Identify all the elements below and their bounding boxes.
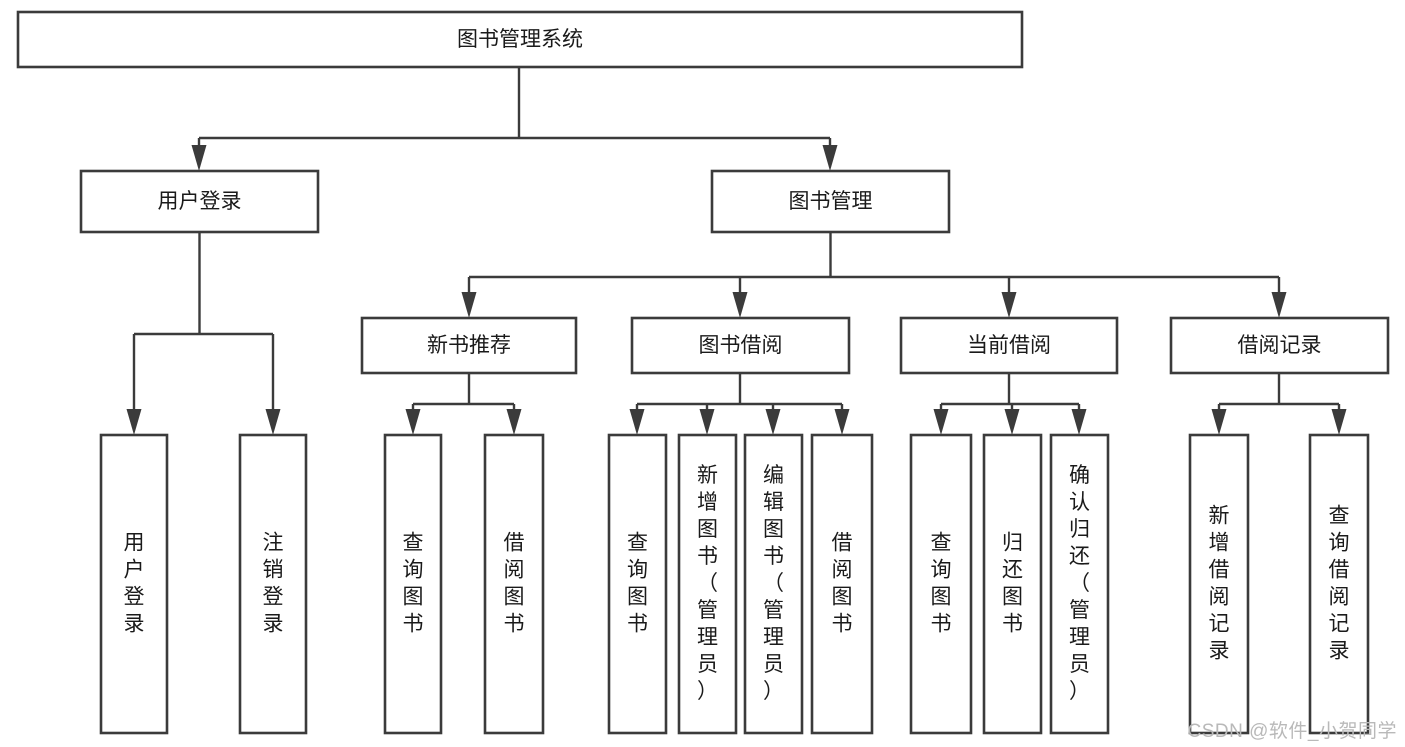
node-box-book-manage[interactable] — [710, 169, 951, 234]
node-box-borrow-record[interactable] — [1169, 316, 1390, 375]
watermark-label: CSDN @软件_小贺同学 — [1187, 721, 1397, 742]
leaf-arrow-1-1-arrowhead — [699, 409, 715, 435]
node-label-current-borrow: 当前借阅 — [967, 334, 1051, 357]
node-label-user-login: 用户登录 — [158, 190, 242, 213]
node-box-root[interactable] — [16, 10, 1024, 69]
node-label-leaf-user-logout: 注销登录 — [263, 532, 284, 636]
node-label-root: 图书管理系统 — [457, 28, 583, 51]
node-leaf-query-book-1[interactable]: 查询图书 — [383, 433, 443, 735]
leaf-arrow-1-3-arrowhead — [834, 409, 850, 435]
book-manage-to-current-borrow-arrowhead — [1001, 292, 1017, 318]
node-label-book-borrow: 图书借阅 — [699, 334, 783, 357]
node-label-leaf-query-borrow-record: 查询借阅记录 — [1329, 505, 1350, 663]
node-box-leaf-add-book-admin[interactable] — [677, 433, 738, 735]
root-to-book-manage-arrowhead — [822, 145, 838, 171]
node-box-leaf-add-borrow-record[interactable] — [1188, 433, 1250, 735]
node-box-leaf-query-book-1[interactable] — [383, 433, 443, 735]
node-leaf-add-borrow-record[interactable]: 新增借阅记录 — [1188, 433, 1250, 735]
node-leaf-query-borrow-record[interactable]: 查询借阅记录 — [1308, 433, 1370, 735]
node-box-leaf-query-book-2[interactable] — [607, 433, 668, 735]
user-login-leaf-1-arrowhead — [265, 409, 281, 435]
node-leaf-borrow-book-2[interactable]: 借阅图书 — [810, 433, 874, 735]
node-label-leaf-query-book-1: 查询图书 — [403, 532, 424, 636]
node-leaf-user-login[interactable]: 用户登录 — [99, 433, 169, 735]
node-label-leaf-return-book: 归还图书 — [1002, 532, 1023, 636]
node-user-login[interactable]: 用户登录 — [79, 169, 320, 234]
node-label-leaf-borrow-book-1: 借阅图书 — [504, 532, 525, 636]
node-box-leaf-user-logout[interactable] — [238, 433, 308, 735]
node-book-manage[interactable]: 图书管理 — [710, 169, 951, 234]
node-leaf-edit-book-admin[interactable]: 编辑图书（管理员） — [743, 433, 804, 735]
node-box-new-book-recommend[interactable] — [360, 316, 578, 375]
node-box-leaf-return-book[interactable] — [982, 433, 1043, 735]
node-book-borrow[interactable]: 图书借阅 — [630, 316, 851, 375]
node-current-borrow[interactable]: 当前借阅 — [899, 316, 1119, 375]
node-label-leaf-query-book-2: 查询图书 — [627, 532, 648, 636]
book-manage-to-borrow-record-arrowhead — [1271, 292, 1287, 318]
node-label-leaf-confirm-return-admin: 确认归还（管理员） — [1069, 464, 1090, 703]
leaf-arrow-3-0-arrowhead — [1211, 409, 1227, 435]
user-login-leaf-0-arrowhead — [126, 409, 142, 435]
node-box-leaf-edit-book-admin[interactable] — [743, 433, 804, 735]
leaf-arrow-2-0-arrowhead — [933, 409, 949, 435]
node-leaf-query-book-2[interactable]: 查询图书 — [607, 433, 668, 735]
node-box-current-borrow[interactable] — [899, 316, 1119, 375]
book-manage-to-book-borrow-arrowhead — [732, 292, 748, 318]
node-layer: 图书管理系统用户登录图书管理新书推荐图书借阅当前借阅借阅记录用户登录注销登录查询… — [16, 10, 1390, 735]
leaf-arrow-1-2-arrowhead — [765, 409, 781, 435]
node-label-leaf-query-book-3: 查询图书 — [931, 532, 952, 636]
node-box-leaf-user-login[interactable] — [99, 433, 169, 735]
node-label-borrow-record: 借阅记录 — [1238, 334, 1322, 357]
node-box-book-borrow[interactable] — [630, 316, 851, 375]
node-leaf-return-book[interactable]: 归还图书 — [982, 433, 1043, 735]
node-label-leaf-borrow-book-2: 借阅图书 — [832, 532, 853, 636]
node-label-leaf-edit-book-admin: 编辑图书（管理员） — [763, 464, 784, 703]
node-leaf-borrow-book-1[interactable]: 借阅图书 — [483, 433, 545, 735]
node-label-book-manage: 图书管理 — [789, 190, 873, 213]
node-box-leaf-borrow-book-2[interactable] — [810, 433, 874, 735]
book-manage-to-new-book-recommend-arrowhead — [461, 292, 477, 318]
leaf-arrow-2-1-arrowhead — [1004, 409, 1020, 435]
node-box-leaf-query-book-3[interactable] — [909, 433, 973, 735]
node-borrow-record[interactable]: 借阅记录 — [1169, 316, 1390, 375]
node-leaf-query-book-3[interactable]: 查询图书 — [909, 433, 973, 735]
leaf-arrow-2-2-arrowhead — [1071, 409, 1087, 435]
root-to-user-login-arrowhead — [191, 145, 207, 171]
connector-layer — [126, 67, 1347, 435]
node-label-leaf-user-login: 用户登录 — [124, 532, 145, 636]
node-label-new-book-recommend: 新书推荐 — [427, 334, 511, 357]
node-label-leaf-add-book-admin: 新增图书（管理员） — [697, 464, 718, 703]
node-leaf-user-logout[interactable]: 注销登录 — [238, 433, 308, 735]
node-box-leaf-confirm-return-admin[interactable] — [1049, 433, 1110, 735]
leaf-arrow-0-0-arrowhead — [405, 409, 421, 435]
node-leaf-confirm-return-admin[interactable]: 确认归还（管理员） — [1049, 433, 1110, 735]
node-label-leaf-add-borrow-record: 新增借阅记录 — [1209, 505, 1230, 663]
leaf-arrow-3-1-arrowhead — [1331, 409, 1347, 435]
node-root[interactable]: 图书管理系统 — [16, 10, 1024, 69]
leaf-arrow-1-0-arrowhead — [629, 409, 645, 435]
node-new-book-recommend[interactable]: 新书推荐 — [360, 316, 578, 375]
node-leaf-add-book-admin[interactable]: 新增图书（管理员） — [677, 433, 738, 735]
node-box-leaf-borrow-book-1[interactable] — [483, 433, 545, 735]
leaf-arrow-0-1-arrowhead — [506, 409, 522, 435]
node-box-leaf-query-borrow-record[interactable] — [1308, 433, 1370, 735]
node-box-user-login[interactable] — [79, 169, 320, 234]
